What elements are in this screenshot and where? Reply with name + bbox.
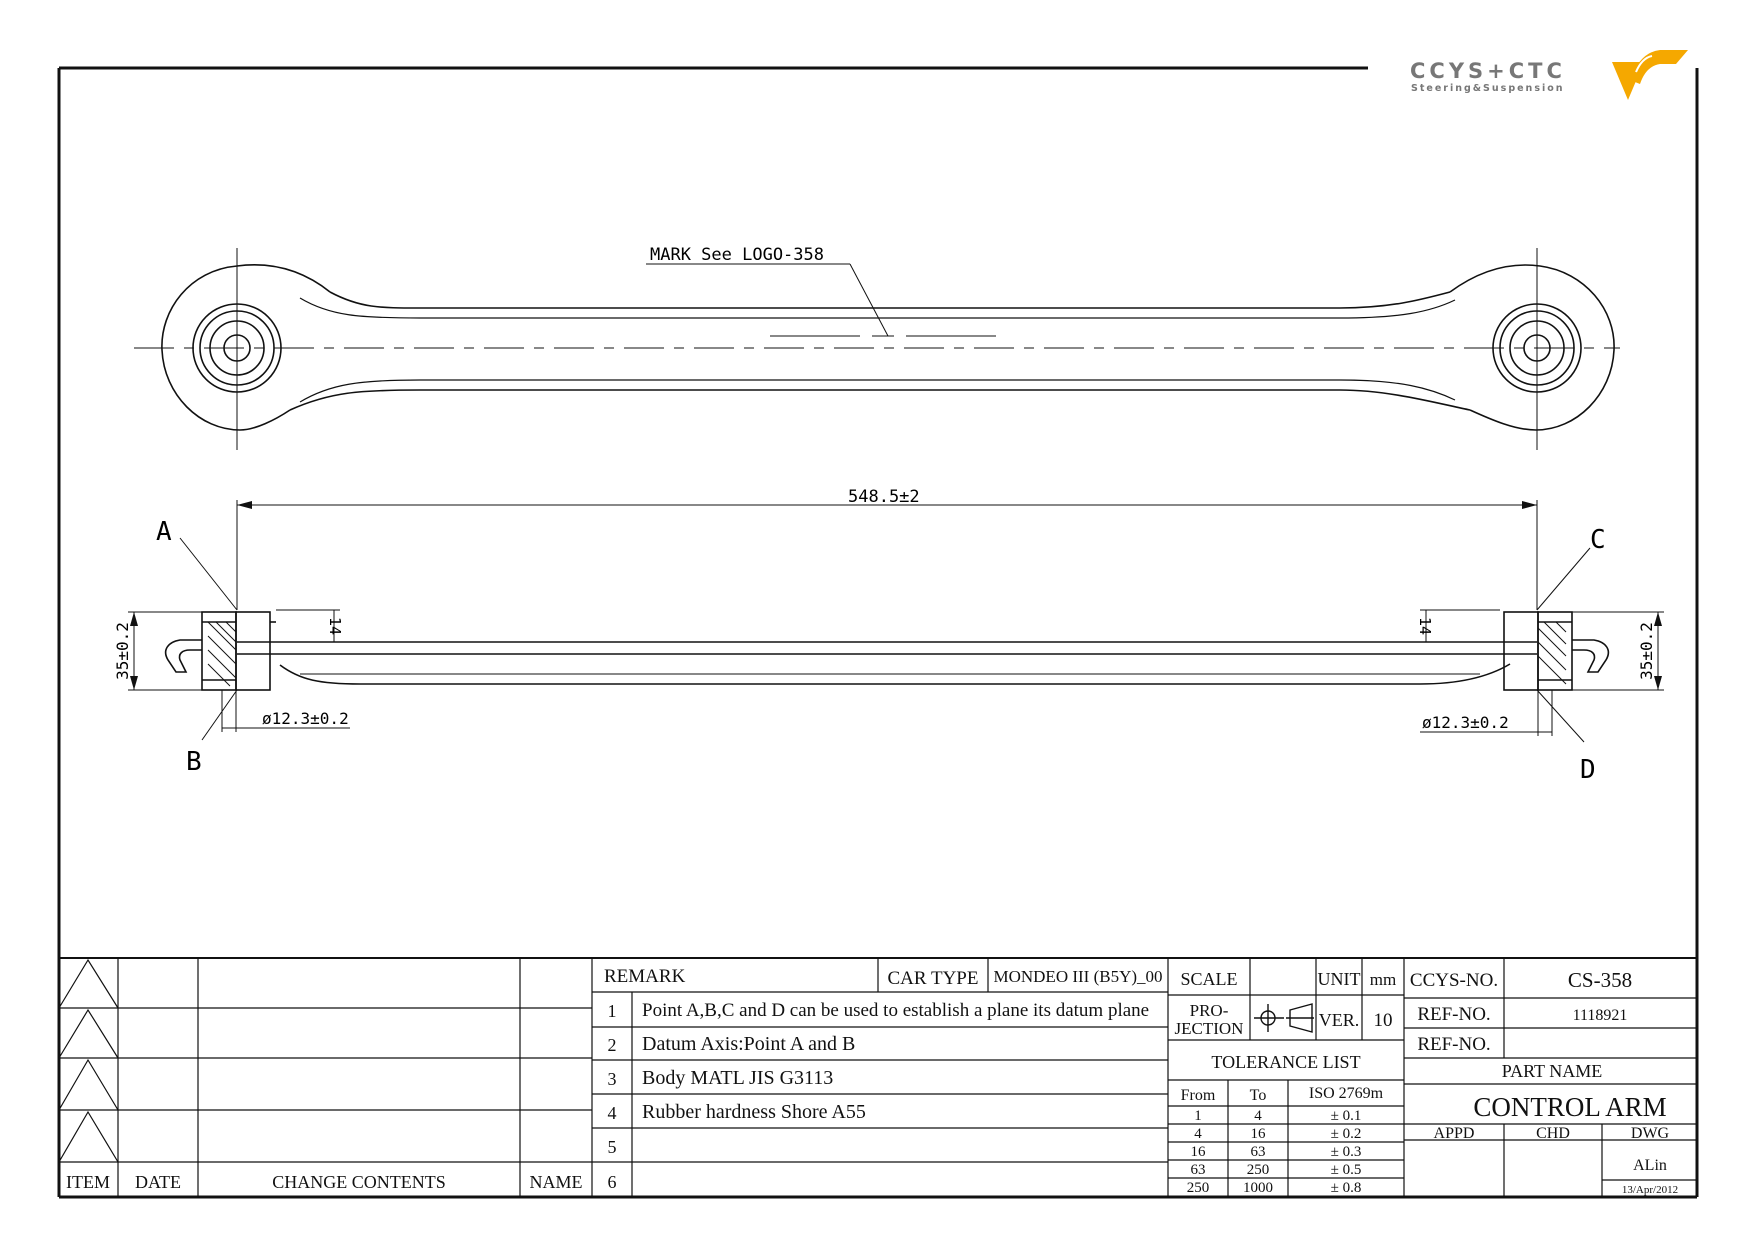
tolerance-row-2-tol: ± 0.2 bbox=[1331, 1126, 1362, 1142]
tolerance-row-3-tol: ± 0.3 bbox=[1331, 1144, 1362, 1160]
top-view bbox=[134, 248, 1620, 450]
tolerance-title: TOLERANCE LIST bbox=[1211, 1052, 1360, 1072]
left-height-dimension: 35±0.2 bbox=[113, 622, 132, 680]
dwg-label: DWG bbox=[1631, 1125, 1670, 1142]
unit-label: UNIT bbox=[1318, 969, 1361, 989]
company-logo: CCYS+CTC Steering&Suspension bbox=[1410, 50, 1688, 100]
tolerance-row-5-to: 1000 bbox=[1243, 1180, 1273, 1196]
rev-header-date: DATE bbox=[135, 1172, 181, 1192]
point-label-a: A bbox=[156, 517, 172, 547]
left-rubber-hatch bbox=[207, 621, 237, 687]
sheet-frame bbox=[57, 66, 1699, 1199]
left-width-dimension: 14 bbox=[326, 617, 344, 635]
rev-header-name: NAME bbox=[530, 1172, 583, 1192]
remark-no-6: 6 bbox=[608, 1172, 617, 1192]
tolerance-row-3-from: 16 bbox=[1191, 1144, 1207, 1160]
remark-text-2: Datum Axis:Point A and B bbox=[642, 1033, 855, 1055]
right-height-dimension: 35±0.2 bbox=[1637, 622, 1656, 680]
remark-text-4: Rubber hardness Shore A55 bbox=[642, 1101, 866, 1123]
remark-text-1: Point A,B,C and D can be used to establi… bbox=[642, 1000, 1149, 1021]
ver-value: 10 bbox=[1374, 1010, 1393, 1031]
tolerance-row-4-tol: ± 0.5 bbox=[1331, 1162, 1362, 1178]
tolerance-header-iso: ISO 2769m bbox=[1309, 1085, 1384, 1102]
drawing-date: 13/Apr/2012 bbox=[1622, 1184, 1678, 1196]
ref-no-value-1: 1118921 bbox=[1573, 1007, 1628, 1024]
remark-no-5: 5 bbox=[608, 1137, 617, 1157]
rev-header-item: ITEM bbox=[66, 1172, 110, 1192]
unit-value: mm bbox=[1370, 970, 1396, 989]
tolerance-row-3-to: 63 bbox=[1251, 1144, 1266, 1160]
ref-no-label-1: REF-NO. bbox=[1417, 1004, 1490, 1025]
remark-no-3: 3 bbox=[608, 1069, 617, 1089]
point-label-d: D bbox=[1580, 755, 1596, 785]
dwg-by: ALin bbox=[1633, 1157, 1667, 1174]
point-label-b: B bbox=[186, 747, 202, 777]
tolerance-row-1-tol: ± 0.1 bbox=[1331, 1108, 1362, 1124]
ver-label: VER. bbox=[1319, 1010, 1360, 1030]
remark-no-1: 1 bbox=[608, 1001, 617, 1021]
logo-subtitle: Steering&Suspension bbox=[1411, 83, 1565, 94]
part-name-value: CONTROL ARM bbox=[1473, 1092, 1666, 1122]
tolerance-row-4-from: 63 bbox=[1191, 1162, 1206, 1178]
tolerance-header-to: To bbox=[1250, 1087, 1267, 1104]
ccys-no-value: CS-358 bbox=[1568, 968, 1632, 992]
projection-label-bottom: JECTION bbox=[1175, 1019, 1244, 1038]
tolerance-row-2-from: 4 bbox=[1194, 1126, 1202, 1142]
remark-no-4: 4 bbox=[608, 1103, 617, 1123]
right-rubber-hatch bbox=[1537, 621, 1567, 685]
remark-text-3: Body MATL JIS G3113 bbox=[642, 1067, 833, 1089]
length-dimension: 548.5±2 bbox=[848, 487, 920, 507]
tolerance-header-from: From bbox=[1181, 1087, 1216, 1104]
part-name-label: PART NAME bbox=[1502, 1061, 1602, 1081]
remark-no-2: 2 bbox=[608, 1035, 617, 1055]
car-type-value: MONDEO III (B5Y)_00 bbox=[993, 967, 1162, 986]
mark-note: MARK See LOGO-358 bbox=[650, 245, 824, 265]
left-hole-dimension: ø12.3±0.2 bbox=[262, 709, 349, 728]
point-label-c: C bbox=[1590, 525, 1606, 555]
tolerance-row-2-to: 16 bbox=[1251, 1126, 1267, 1142]
tolerance-row-1-from: 1 bbox=[1194, 1108, 1202, 1124]
logo-mark-icon bbox=[1612, 50, 1688, 100]
right-hole-dimension: ø12.3±0.2 bbox=[1422, 713, 1509, 732]
title-block-grid bbox=[58, 957, 1697, 1197]
tolerance-row-5-from: 250 bbox=[1187, 1180, 1210, 1196]
tolerance-row-1-to: 4 bbox=[1254, 1108, 1262, 1124]
side-view bbox=[128, 500, 1664, 743]
ref-no-label-2: REF-NO. bbox=[1417, 1034, 1490, 1055]
appd-label: APPD bbox=[1434, 1125, 1475, 1142]
right-width-dimension: 14 bbox=[1416, 617, 1434, 635]
chd-label: CHD bbox=[1536, 1125, 1570, 1142]
projection-label-top: PRO- bbox=[1190, 1001, 1229, 1020]
ccys-no-label: CCYS-NO. bbox=[1410, 970, 1498, 991]
projection-symbol-icon bbox=[1254, 1003, 1314, 1033]
car-type-label: CAR TYPE bbox=[888, 968, 979, 989]
remark-header: REMARK bbox=[604, 966, 686, 987]
tolerance-row-5-tol: ± 0.8 bbox=[1331, 1180, 1362, 1196]
rev-header-change-contents: CHANGE CONTENTS bbox=[272, 1172, 446, 1192]
scale-label: SCALE bbox=[1180, 969, 1237, 989]
tolerance-row-4-to: 250 bbox=[1247, 1162, 1270, 1178]
logo-name: CCYS+CTC bbox=[1410, 59, 1566, 83]
